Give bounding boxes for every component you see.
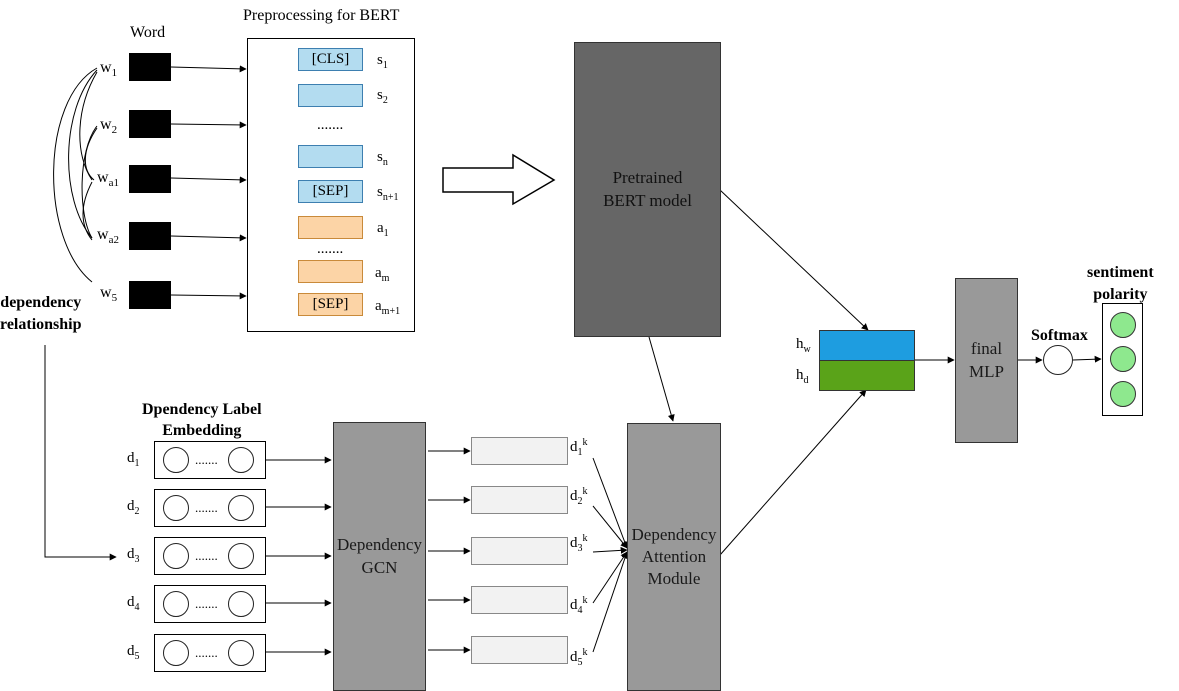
embedding-row: ....... <box>154 537 266 575</box>
embedding-dots: ....... <box>195 452 218 467</box>
embedding-node <box>228 447 254 473</box>
bert-to-hw-arrow <box>719 189 869 331</box>
dep-label: d5 <box>127 643 140 662</box>
embedding-row: ....... <box>154 489 266 527</box>
embedding-row: ....... <box>154 634 266 672</box>
word-label: w2 <box>100 116 118 137</box>
token-label: s2 <box>377 87 388 106</box>
softmax-label: Softmax <box>1031 327 1088 344</box>
embedding-node <box>163 543 189 569</box>
bert-model-label: Pretrained BERT model <box>603 168 692 210</box>
token-box <box>298 84 363 107</box>
token-label: a1 <box>377 220 389 239</box>
embedding-node <box>163 640 189 666</box>
token-ellipsis: ....... <box>317 117 344 133</box>
final-mlp-label: final MLP <box>969 339 1004 381</box>
embedding-node <box>163 447 189 473</box>
embedding-node <box>228 543 254 569</box>
word-arrows <box>170 65 247 300</box>
embedding-dots: ....... <box>195 500 218 515</box>
dep-label: d3 <box>127 546 140 565</box>
token-ellipsis: ....... <box>317 241 344 257</box>
gcn-output-box <box>471 586 568 614</box>
word-label: w1 <box>100 59 118 80</box>
hd-label: hd <box>796 367 809 386</box>
embedding-dots: ....... <box>195 645 218 660</box>
final-mlp-block: final MLP <box>955 278 1018 443</box>
token-sep: [SEP] <box>298 180 363 203</box>
word-block <box>129 110 171 138</box>
attention-to-hd-arrow <box>719 389 867 556</box>
token-sep: [SEP] <box>298 293 363 316</box>
polarity-node <box>1110 346 1136 372</box>
dep-label: d4 <box>127 594 140 613</box>
gcn-output-label: d3k <box>570 533 588 554</box>
token-label: am+1 <box>375 298 401 317</box>
polarity-node <box>1110 312 1136 338</box>
dep-label: d1 <box>127 450 140 469</box>
token-label: s1 <box>377 52 388 71</box>
token-label: sn <box>377 149 388 168</box>
dep-rel-arrow <box>44 345 117 561</box>
dep-label: d2 <box>127 498 140 517</box>
embedding-dots: ....... <box>195 596 218 611</box>
gcn-output-label: d2k <box>570 486 588 507</box>
word-block <box>129 53 171 81</box>
dependency-attention-block: Dependency Attention Module <box>627 423 721 691</box>
hw-bar <box>819 330 915 361</box>
dep-label-embedding-header: Dpendency Label Embedding <box>142 401 262 439</box>
embedding-row: ....... <box>154 441 266 479</box>
polarity-panel <box>1102 303 1143 416</box>
dependency-relationship-label: dependency relationship <box>0 294 82 333</box>
dependency-gcn-block: Dependency GCN <box>333 422 426 691</box>
polarity-node <box>1110 381 1136 407</box>
gcn-output-arrows <box>428 447 471 654</box>
gcn-output-label: d1k <box>570 437 588 458</box>
embedding-row: ....... <box>154 585 266 623</box>
token-cls: [CLS] <box>298 48 363 71</box>
gcn-output-box <box>471 437 568 465</box>
dependency-arcs <box>53 67 98 283</box>
gcn-output-label: d4k <box>570 595 588 616</box>
token-label: sn+1 <box>377 184 399 203</box>
bert-to-attention-arrow <box>648 336 675 422</box>
softmax-to-polarity-arrow <box>1072 355 1102 363</box>
sentiment-polarity-label: sentiment polarity <box>1087 264 1154 304</box>
dependency-attention-label: Dependency Attention Module <box>631 524 717 589</box>
embedding-node <box>228 495 254 521</box>
word-block <box>129 222 171 250</box>
word-label: wa2 <box>97 226 119 247</box>
word-label: w5 <box>100 284 118 305</box>
embedding-arrows <box>266 456 332 656</box>
hd-bar <box>819 360 915 391</box>
embedding-node <box>228 640 254 666</box>
token-aspect <box>298 260 363 283</box>
token-aspect <box>298 216 363 239</box>
bert-model-block: Pretrained BERT model <box>574 42 721 337</box>
dependency-gcn-label: Dependency GCN <box>337 535 422 577</box>
softmax-node <box>1043 345 1073 375</box>
token-label: am <box>375 265 390 284</box>
preprocessing-header: Preprocessing for BERT <box>243 7 400 24</box>
embedding-dots: ....... <box>195 548 218 563</box>
embedding-node <box>163 591 189 617</box>
attention-input-arrows <box>592 457 629 653</box>
word-label: wa1 <box>97 169 119 190</box>
hw-label: hw <box>796 336 811 355</box>
embedding-node <box>228 591 254 617</box>
gcn-output-box <box>471 486 568 514</box>
token-box <box>298 145 363 168</box>
gcn-output-label: d5k <box>570 647 588 668</box>
word-header: Word <box>130 24 166 41</box>
word-block <box>129 165 171 193</box>
embedding-node <box>163 495 189 521</box>
gcn-output-box <box>471 636 568 664</box>
word-block <box>129 281 171 309</box>
big-hollow-arrow <box>442 153 556 206</box>
gcn-output-box <box>471 537 568 565</box>
